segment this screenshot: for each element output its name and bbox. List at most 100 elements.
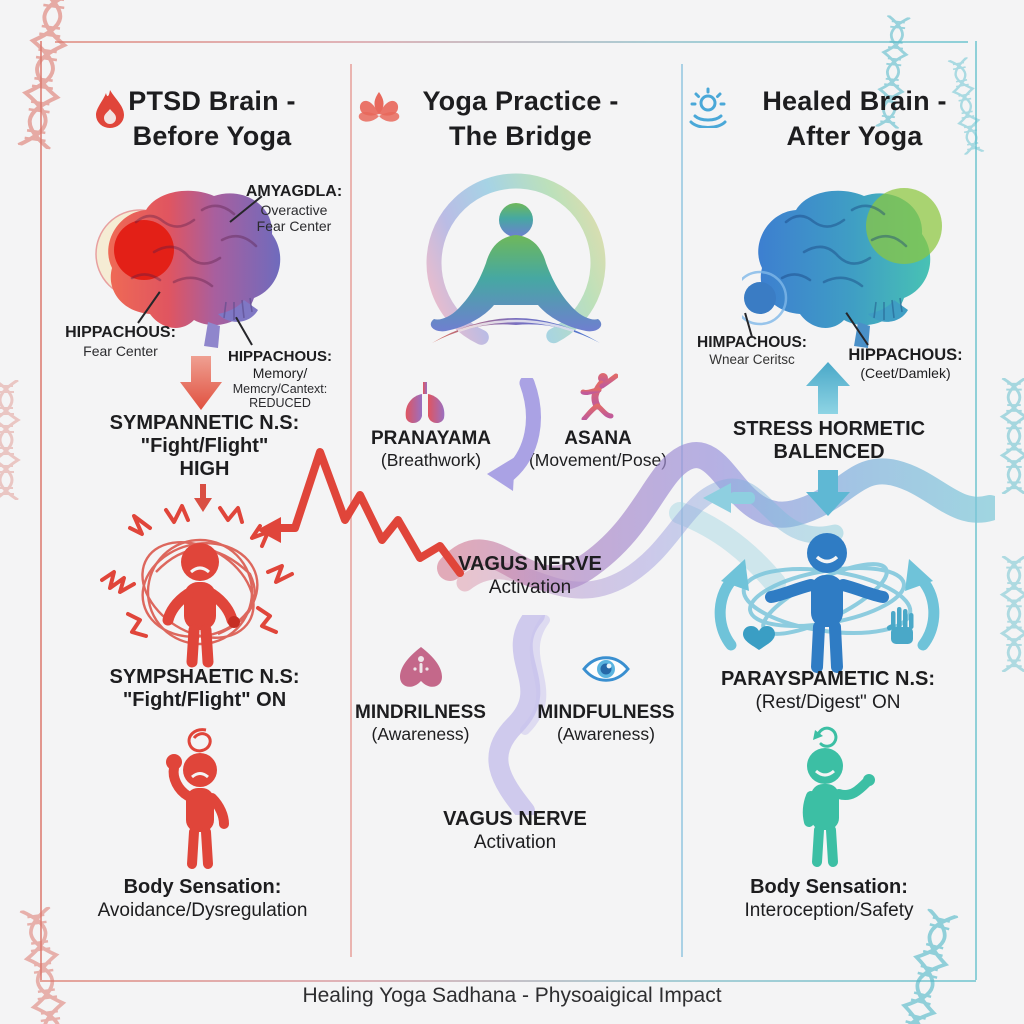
label-title: PRANAYAMA (370, 428, 491, 449)
label-title: MINDFULNESS (537, 702, 675, 723)
ribbon-swoosh (488, 615, 550, 815)
label-line: (Rest/Digest" ON (755, 692, 901, 713)
label-title: VAGUS NERVE (443, 808, 587, 830)
heart-lotus-icon (400, 647, 442, 687)
meditator-illustration (426, 173, 606, 353)
label-title: Body Sensation: (123, 876, 282, 898)
dancer-icon (580, 373, 618, 420)
title-line: Before Yoga (132, 121, 292, 151)
lotus-icon (358, 92, 400, 122)
flame-icon (96, 90, 124, 128)
footer-caption: Healing Yoga Sadhana - Physoaigical Impa… (302, 984, 722, 1007)
label-title: ASANA (564, 428, 632, 449)
pranayama-label: PRANAYAMA (Breathwork) (345, 428, 517, 470)
frame-left-border (40, 41, 42, 980)
rainbow-aura (426, 173, 606, 353)
title-line: The Bridge (448, 121, 592, 151)
title-line: After Yoga (786, 121, 923, 151)
calm-halo-icon (689, 87, 727, 128)
label-title: HIPPACHOUS: (848, 346, 963, 364)
down-arrow-small-red (194, 484, 212, 512)
label-line: "Fight/Flight" (140, 435, 269, 457)
heart-icon (743, 625, 775, 650)
label-line: PARAYSPAMETIC N.S: (720, 668, 936, 690)
label-line: Overactive (260, 201, 328, 218)
left-arrowhead (257, 517, 281, 543)
amygdala-hotspot (114, 220, 174, 280)
label-line: (Awareness) (371, 724, 470, 745)
frame-bottom-border (40, 980, 976, 982)
label-title: HIPPACHOUS: (228, 348, 332, 365)
hippocampus-right-label: HIPPACHOUS: Memory/ Memcry/Cantext: REDU… (210, 348, 350, 411)
label-line: Activation (473, 832, 557, 853)
label-title: Body Sensation: (750, 876, 908, 898)
refresh-icon (813, 726, 838, 748)
green-patch (866, 188, 942, 264)
sympathetic-on-label: SYMPSHAETIC N.S: "Fight/Flight" ON (62, 666, 347, 712)
dna-decoration (992, 378, 1024, 494)
label-line: "Fight/Flight" ON (122, 689, 287, 711)
label-line: SYMPSHAETIC N.S: (109, 666, 300, 688)
amygdala-calm-spot (744, 282, 776, 314)
frown-mouth (190, 566, 210, 574)
title-line: Healed Brain - (762, 86, 947, 116)
ecg-line (257, 448, 464, 577)
vagus-nerve-bottom-label: VAGUS NERVE Activation (395, 808, 635, 854)
bridge-column-title: Yoga Practice - The Bridge (408, 84, 633, 154)
left-arrow-teal (703, 483, 755, 513)
hippocampus-left-label: HIPPACHOUS: Fear Center (58, 324, 183, 359)
title-line: Yoga Practice - (422, 86, 619, 116)
label-inline: Memory/ (252, 365, 308, 382)
body-sensation-ptsd-label: Body Sensation: Avoidance/Dysregulation (50, 876, 355, 922)
label-line: Memcry/Cantext: REDUCED (232, 381, 328, 411)
open-hand-icon (886, 607, 914, 644)
lungs-icon (405, 382, 445, 424)
dna-decoration (992, 556, 1024, 672)
label-title: AMYAGDLA: (245, 183, 343, 200)
label-line: HIGH (179, 458, 230, 480)
stress-hormetic-label: STRESS HORMETIC BALENCED (698, 418, 960, 464)
down-arrow-red (180, 356, 222, 410)
ptsd-column-title: PTSD Brain - Before Yoga (112, 84, 312, 154)
eye-icon (582, 656, 630, 682)
angry-figure (166, 728, 229, 869)
himpachous-label: HIMPACHOUS: Wnear Ceritsc (682, 334, 822, 368)
label-line: Avoidance/Dysregulation (97, 900, 308, 921)
brain-ptsd-illustration (95, 190, 281, 348)
amygdala-ring (742, 270, 788, 326)
label-title: HIMPACHOUS: (697, 334, 807, 351)
label-line: STRESS HORMETIC (732, 418, 926, 440)
body-sensation-healed-label: Body Sensation: Interoception/Safety (688, 876, 970, 922)
label-line: (Breathwork) (380, 450, 482, 471)
calm-teal-figure (802, 726, 875, 867)
label-title: MINDRILNESS (355, 702, 486, 723)
dna-decoration (0, 380, 28, 500)
label-line: Wnear Ceritsc (709, 351, 795, 367)
calm-blue-figure (714, 533, 940, 673)
label-title: VAGUS NERVE (458, 553, 602, 575)
spiral-icon (187, 728, 212, 753)
hippachous-label: HIPPACHOUS: (Ceet/Damlek) (828, 346, 983, 381)
brain-healed-illustration (742, 188, 942, 348)
label-line: SYMPANNETIC N.S: (109, 412, 300, 434)
parasympathetic-label: PARAYSPAMETIC N.S: (Rest/Digest" ON (687, 668, 969, 714)
label-line: Fear Center (83, 342, 158, 359)
label-line: Activation (488, 577, 572, 598)
label-line: (Ceet/Damlek) (860, 365, 951, 382)
label-line: BALENCED (773, 441, 885, 463)
down-arrow-teal (806, 470, 850, 516)
dna-decoration (5, 0, 84, 151)
label-line: (Movement/Pose) (528, 450, 668, 471)
mindfulness-label: MINDFULNESS (Awareness) (516, 702, 696, 744)
label-line: Interoception/Safety (744, 900, 914, 921)
curved-up-arrows (714, 559, 940, 651)
stressed-figure (100, 504, 294, 668)
label-line: Fear Center (256, 217, 332, 234)
mindrilness-label: MINDRILNESS (Awareness) (338, 702, 503, 744)
smile-mouth (815, 555, 839, 564)
label-line: (Awareness) (557, 724, 655, 745)
frown-mouth (191, 772, 209, 779)
vagus-nerve-mid-label: VAGUS NERVE Activation (410, 553, 650, 599)
amygdala-label: AMYAGDLA: Overactive Fear Center (240, 183, 348, 234)
